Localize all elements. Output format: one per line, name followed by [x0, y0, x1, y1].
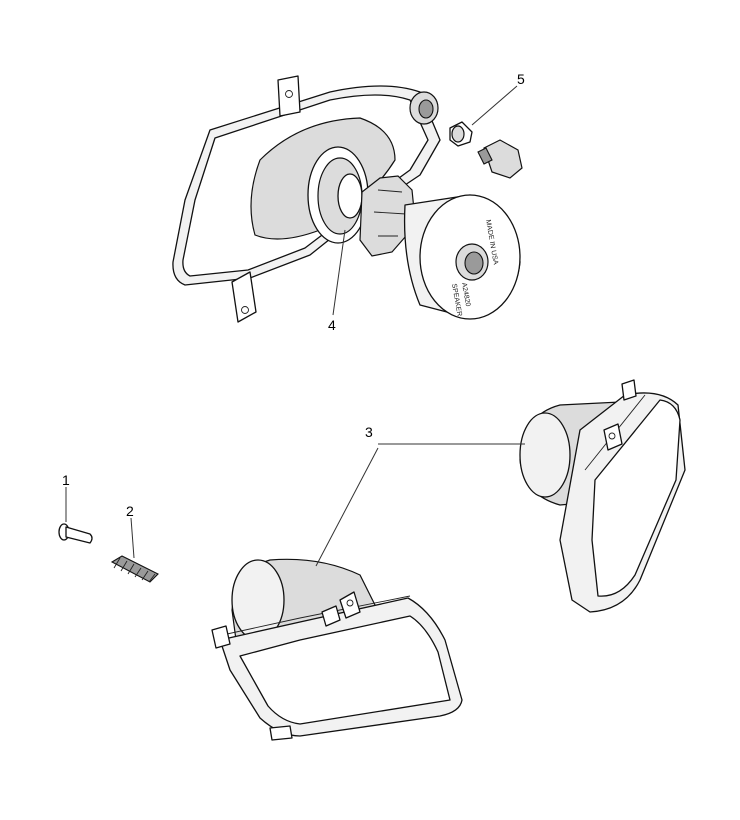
left-clip: [321, 605, 341, 627]
mount-tab-bottom: [231, 271, 257, 323]
right-top-tab: [621, 379, 637, 401]
leader-4: [332, 229, 346, 316]
callout-4: 4: [328, 317, 336, 333]
left-side-tab: [211, 625, 231, 649]
connector-pins: [477, 147, 493, 165]
adjuster-knob-center: [418, 99, 434, 119]
bulb-base: [337, 173, 363, 219]
left-lens-face: [239, 615, 451, 725]
right-mount-hole: [608, 432, 616, 440]
mount-hole-top: [285, 90, 293, 98]
mount-tab-top: [277, 75, 301, 117]
right-mount-tab: [603, 423, 623, 451]
left-mount-hole: [346, 599, 354, 607]
headlight-assembly-left: [211, 558, 463, 741]
small-bulb-glass: [451, 125, 465, 143]
callout-5: 5: [517, 71, 525, 87]
callout-1: 1: [62, 472, 70, 488]
connector-body: [483, 139, 523, 179]
bulb-socket: MADE IN USA A24820 SPEAKER: [359, 175, 521, 320]
screw-shank: [65, 526, 93, 544]
callout-labels: 1 2 3 4 5: [62, 71, 525, 519]
spring: [110, 555, 159, 583]
headlight-assembly-right: [519, 379, 686, 613]
headlight-rear-assembly: [172, 75, 441, 323]
left-lens-edge: [217, 595, 411, 637]
stamp-partno: A24820: [460, 282, 471, 307]
socket-port-inner: [464, 251, 484, 275]
leader-lines: [65, 85, 525, 567]
right-lens-face: [591, 399, 681, 597]
spring-body: [110, 555, 159, 583]
right-bulb-cap: [519, 412, 571, 498]
left-bottom-tab: [269, 725, 293, 741]
side-bulb-and-connector: [449, 121, 523, 179]
callout-2: 2: [126, 503, 134, 519]
leader-2: [130, 517, 135, 559]
screw: [58, 523, 93, 544]
leader-3a: [315, 447, 379, 567]
left-mount-tab: [339, 591, 361, 619]
callout-3: 3: [365, 424, 373, 440]
mount-hole-bottom: [241, 306, 249, 314]
leader-5: [471, 85, 518, 126]
socket-lug-lines: [373, 189, 407, 237]
spring-coils: [113, 557, 156, 583]
